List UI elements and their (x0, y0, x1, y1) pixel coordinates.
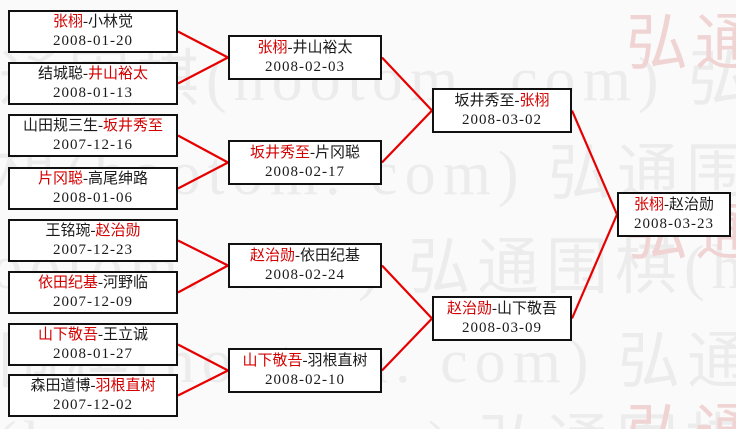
players-separator: - (83, 170, 88, 187)
players-separator: - (98, 326, 103, 343)
match-players: 王铭琬-赵治勋 (45, 222, 140, 241)
player2-name: 赵治勋 (669, 196, 715, 213)
match-box-r1-4: 片冈聪-高尾绅路 2008-01-06 (8, 167, 178, 210)
match-players: 片冈聪-高尾绅路 (38, 170, 148, 189)
match-date: 2008-02-24 (265, 266, 345, 283)
player2-name: 张栩 (519, 92, 550, 109)
match-box-r2-1: 张栩-井山裕太 2008-02-03 (228, 35, 382, 80)
match-box-r2-2: 坂井秀至-片冈聪 2008-02-17 (228, 140, 382, 185)
match-date: 2008-01-06 (53, 189, 133, 206)
player1-name: 坂井秀至 (249, 144, 310, 161)
match-players: 结城聪-井山裕太 (38, 65, 148, 84)
player2-name: 高尾绅路 (88, 170, 149, 187)
match-players: 山下敬吾-王立诚 (38, 326, 148, 345)
match-box-r1-3: 山田规三生-坂井秀至 2007-12-16 (8, 114, 178, 157)
match-date: 2008-02-10 (265, 371, 345, 388)
player2-name: 羽根直树 (307, 352, 368, 369)
match-date: 2008-02-17 (265, 163, 345, 180)
player1-name: 山下敬吾 (242, 352, 303, 369)
match-date: 2008-03-09 (462, 319, 542, 336)
player2-name: 井山裕太 (88, 65, 149, 82)
player1-name: 坂井秀至 (454, 92, 515, 109)
players-separator: - (514, 92, 520, 109)
players-separator: - (310, 144, 315, 161)
player2-name: 河野临 (103, 274, 149, 291)
player2-name: 山下敬吾 (497, 300, 558, 317)
player2-name: 井山裕太 (292, 39, 353, 56)
players-separator: - (492, 300, 497, 317)
match-box-r1-5: 王铭琬-赵治勋 2007-12-23 (8, 219, 178, 262)
player1-name: 山田规三生 (22, 117, 98, 134)
player1-name: 王铭琬 (45, 222, 91, 239)
match-date: 2007-12-02 (53, 396, 133, 413)
match-date: 2008-02-03 (265, 58, 345, 75)
player2-name: 坂井秀至 (103, 117, 164, 134)
match-box-r2-4: 山下敬吾-羽根直树 2008-02-10 (228, 348, 382, 393)
player1-name: 赵治勋 (446, 300, 492, 317)
players-separator: - (90, 222, 96, 239)
match-players: 森田道博-羽根直树 (30, 377, 155, 396)
player1-name: 森田道博 (30, 377, 91, 394)
match-players: 赵治勋-依田纪基 (250, 247, 360, 266)
match-date: 2008-01-13 (53, 84, 133, 101)
match-box-r1-2: 结城聪-井山裕太 2008-01-13 (8, 62, 178, 105)
match-players: 张栩-赵治勋 (634, 196, 714, 215)
players-separator: - (83, 13, 88, 30)
match-box-sf-1: 坂井秀至-张栩 2008-03-02 (432, 88, 572, 133)
player2-name: 羽根直树 (95, 377, 156, 394)
players-separator: - (664, 196, 669, 213)
players-separator: - (98, 117, 103, 134)
match-date: 2007-12-16 (53, 136, 133, 153)
match-box-sf-2: 赵治勋-山下敬吾 2008-03-09 (432, 296, 572, 341)
match-players: 张栩-小林觉 (53, 13, 133, 32)
player2-name: 依田纪基 (300, 247, 361, 264)
match-box-r1-1: 张栩-小林觉 2008-01-20 (8, 10, 178, 53)
match-date: 2008-03-02 (462, 111, 542, 128)
player1-name: 依田纪基 (37, 274, 98, 291)
match-box-r2-3: 赵治勋-依田纪基 2008-02-24 (228, 243, 382, 288)
player2-name: 小林觉 (88, 13, 134, 30)
players-separator: - (302, 352, 308, 369)
match-box-r1-7: 山下敬吾-王立诚 2008-01-27 (8, 323, 178, 366)
player1-name: 赵治勋 (249, 247, 295, 264)
match-date: 2008-01-27 (53, 345, 133, 362)
match-date: 2008-03-23 (634, 215, 714, 232)
match-box-r1-6: 依田纪基-河野临 2007-12-09 (8, 271, 178, 314)
players-separator: - (287, 39, 293, 56)
player2-name: 王立诚 (103, 326, 149, 343)
player1-name: 片冈聪 (37, 170, 83, 187)
players-separator: - (90, 377, 96, 394)
players-separator: - (98, 274, 103, 291)
match-players: 依田纪基-河野临 (38, 274, 148, 293)
player1-name: 张栩 (633, 196, 664, 213)
player2-name: 赵治勋 (95, 222, 141, 239)
player1-name: 张栩 (52, 13, 83, 30)
players-separator: - (295, 247, 300, 264)
match-date: 2007-12-23 (53, 241, 133, 258)
player2-name: 片冈聪 (315, 144, 361, 161)
match-players: 山下敬吾-羽根直树 (242, 352, 367, 371)
match-box-final: 张栩-赵治勋 2008-03-23 (617, 192, 731, 237)
match-date: 2007-12-09 (53, 293, 133, 310)
match-date: 2008-01-20 (53, 32, 133, 49)
player1-name: 结城聪 (37, 65, 83, 82)
match-players: 张栩-井山裕太 (257, 39, 352, 58)
match-box-r1-8: 森田道博-羽根直树 2007-12-02 (8, 374, 178, 417)
player1-name: 张栩 (257, 39, 288, 56)
match-players: 赵治勋-山下敬吾 (447, 300, 557, 319)
match-players: 山田规三生-坂井秀至 (23, 117, 163, 136)
players-separator: - (83, 65, 88, 82)
match-players: 坂井秀至-片冈聪 (250, 144, 360, 163)
match-players: 坂井秀至-张栩 (454, 92, 549, 111)
player1-name: 山下敬吾 (37, 326, 98, 343)
